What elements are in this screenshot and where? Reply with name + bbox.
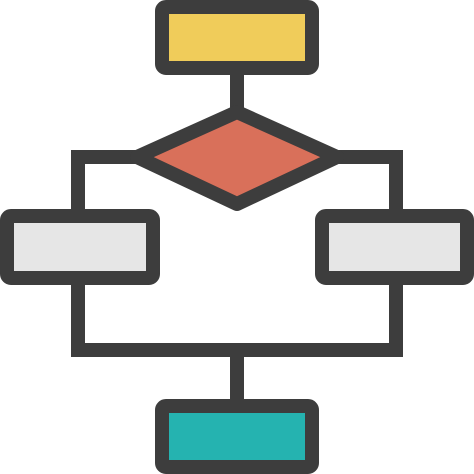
left-branch-box xyxy=(0,209,160,285)
connector-branches-merge xyxy=(71,279,403,357)
right-branch-box xyxy=(315,209,474,285)
connector-diamond-to-left-box xyxy=(71,150,137,215)
connector-lines xyxy=(71,68,403,406)
start-box xyxy=(155,0,319,75)
decision-diamond xyxy=(130,105,344,211)
end-box xyxy=(155,399,319,474)
connector-diamond-to-right-box xyxy=(337,150,403,215)
